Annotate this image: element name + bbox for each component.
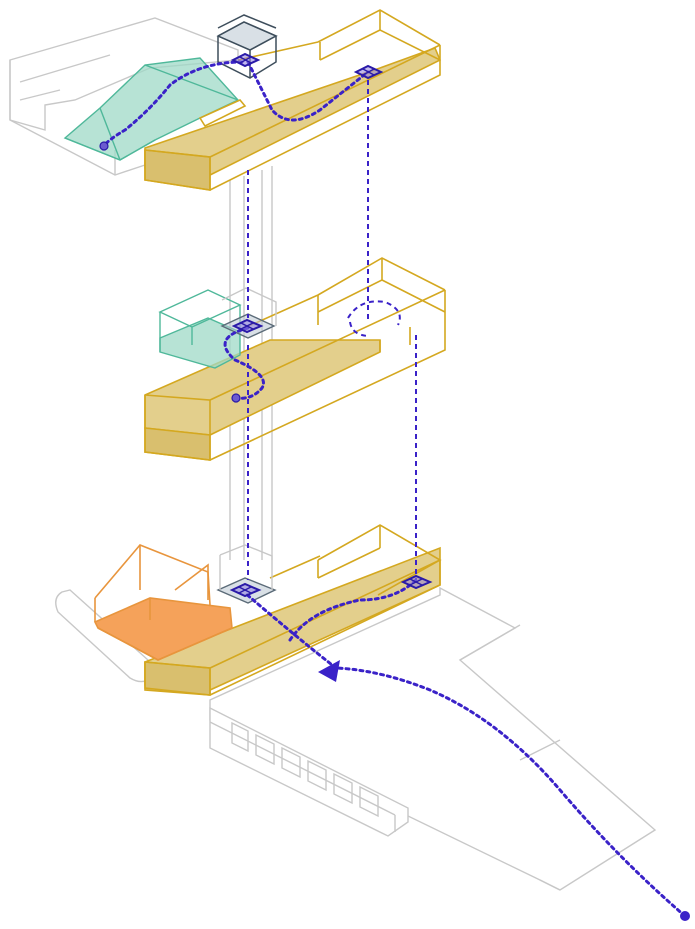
orange-entry-volume (93, 544, 233, 661)
endpoint-dot-icon (231, 393, 241, 403)
elevator-nodes (229, 52, 433, 598)
ground-path (243, 578, 418, 670)
circulation-route (102, 60, 687, 918)
ground-context-outline (55, 586, 657, 891)
middle-path (223, 326, 265, 400)
colonnade-windows (231, 721, 379, 818)
route-endpoints (99, 141, 690, 921)
green-upper-ramp (63, 57, 240, 161)
arrow-icon (318, 660, 340, 682)
elevator-node-icon (229, 582, 262, 598)
upper-path (102, 60, 244, 148)
upper-floor-plate (144, 9, 442, 191)
elevator-node-icon (231, 318, 264, 334)
elevator-node-icon (353, 64, 384, 80)
endpoint-dot-icon (99, 141, 109, 151)
upper-context-outline (9, 17, 239, 176)
entry-path (334, 666, 687, 918)
upper-path-east (246, 60, 370, 122)
ground-floor-plate (144, 524, 442, 696)
elevator-node-icon (230, 52, 261, 68)
endpoint-dot-icon (680, 911, 690, 921)
vertical-circulation-links (247, 80, 417, 580)
elevator-node-icon (400, 574, 433, 590)
